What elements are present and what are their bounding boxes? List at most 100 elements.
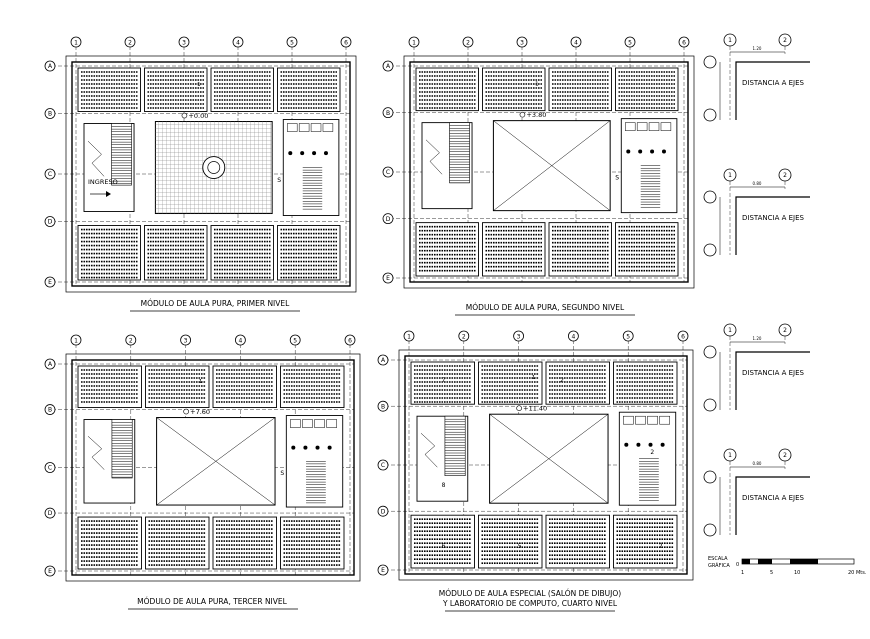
scale-label-2: GRÁFICA — [708, 562, 730, 569]
axis-label: 3 — [517, 334, 521, 341]
svg-text:2: 2 — [783, 327, 787, 334]
room-label: 5 — [518, 543, 522, 550]
room-label: 7 — [442, 377, 446, 384]
svg-text:1: 1 — [728, 327, 732, 334]
axis-label: 2 — [462, 334, 466, 341]
axis-label: 3 — [182, 40, 186, 47]
dimension-value: 0.80 — [753, 461, 762, 466]
axis-label: 4 — [238, 338, 242, 345]
classroom — [77, 67, 141, 112]
row-label: A — [386, 63, 391, 70]
plan-2-title: MÓDULO DE AULA PURA, SEGUNDO NIVEL — [466, 303, 625, 312]
axis-label: 5 — [628, 40, 632, 47]
axis-bubble — [70, 334, 82, 346]
fountain — [202, 156, 226, 179]
axis-bubble — [677, 330, 689, 342]
row-label: E — [48, 279, 52, 286]
row-bubble — [44, 216, 56, 227]
graphic-scale: ESCALA GRÁFICA 0 1 5 10 20 Mts. — [708, 556, 867, 576]
axis-label: 6 — [682, 40, 686, 47]
row-label: C — [381, 462, 385, 469]
row-label: D — [381, 508, 386, 515]
scale-tick-1: 1 — [741, 570, 744, 576]
axis-label: 6 — [344, 40, 348, 47]
row-bubble — [377, 354, 389, 366]
room-label: 8 — [442, 482, 446, 489]
axis-label: 5 — [293, 338, 297, 345]
row-bubble — [382, 60, 394, 72]
row-bubble — [377, 505, 389, 517]
axis-bubble — [516, 36, 528, 48]
row-label: A — [48, 361, 53, 368]
detail-label: DISTANCIA A EJES — [742, 79, 805, 87]
scale-tick-20: 20 Mts. — [848, 570, 867, 576]
classroom — [144, 67, 208, 112]
classroom — [478, 361, 543, 405]
plan-4-title-line2: Y LABORATORIO DE COMPUTO, CUARTO NIVEL — [442, 599, 618, 608]
axis-label: 4 — [236, 40, 240, 47]
plan-4-title-line1: MÓDULO DE AULA ESPECIAL (SALÓN DE DIBUJO… — [439, 589, 622, 598]
row-bubble — [44, 276, 56, 288]
classroom — [613, 361, 678, 405]
row-label: C — [48, 171, 52, 178]
room-number: 1 — [535, 81, 539, 87]
row-bubble — [44, 168, 56, 180]
axis-bubble — [513, 330, 524, 342]
row-bubble — [382, 272, 394, 284]
axis-label: 2 — [129, 338, 133, 345]
row-bubble — [382, 166, 394, 178]
axis-label: 3 — [520, 40, 524, 47]
row-bubble — [44, 60, 56, 72]
plan-3-title: MÓDULO DE AULA PURA, TERCER NIVEL — [137, 597, 287, 606]
svg-text:2: 2 — [783, 37, 787, 44]
axis-bubble — [70, 36, 82, 48]
axis-bubble — [408, 36, 420, 48]
dimension-value: 1.20 — [753, 46, 762, 51]
row-bubble — [44, 358, 56, 370]
row-bubble — [377, 564, 389, 576]
axis-label: 2 — [466, 40, 470, 47]
scale-tick-10: 10 — [794, 570, 800, 576]
axis-bubble — [462, 36, 474, 48]
classroom — [410, 361, 475, 405]
axis-bubble — [624, 36, 636, 48]
axis-label: 1 — [74, 40, 78, 47]
svg-text:1: 1 — [728, 452, 732, 459]
row-bubble — [44, 404, 56, 415]
row-bubble — [44, 462, 56, 473]
svg-text:2: 2 — [783, 452, 787, 459]
room-label: 2 — [560, 377, 564, 384]
axis-bubble — [286, 36, 298, 48]
row-bubble — [377, 400, 389, 412]
dimension-value: 0.80 — [753, 181, 762, 186]
detail-label: DISTANCIA A EJES — [742, 494, 805, 502]
stair-mark: S — [280, 470, 284, 477]
axis-bubble — [678, 36, 690, 48]
ingress-label: INGRESO — [88, 178, 118, 186]
axis-label: 6 — [681, 334, 685, 341]
row-label: B — [381, 403, 385, 410]
classroom — [277, 67, 341, 112]
axis-bubble — [344, 334, 356, 346]
row-label: D — [386, 216, 391, 223]
row-bubble — [377, 459, 389, 471]
axis-label: 1 — [412, 40, 416, 47]
scale-label-1: ESCALA — [708, 556, 728, 562]
row-label: D — [48, 219, 53, 226]
row-label: B — [48, 111, 52, 118]
row-label: C — [386, 169, 390, 176]
classroom — [210, 67, 274, 112]
stair-mark: S — [615, 175, 619, 182]
room-number: 1 — [199, 379, 203, 385]
axis-bubble — [232, 36, 244, 48]
row-label: E — [381, 567, 385, 574]
room-number: 1 — [197, 82, 201, 88]
